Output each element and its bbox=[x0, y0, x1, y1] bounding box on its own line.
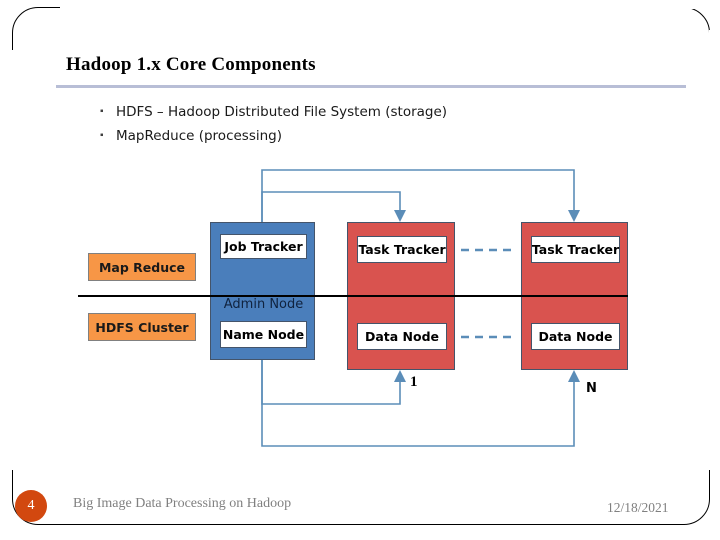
connector-bottom-outer bbox=[261, 360, 575, 447]
title-underline-rule bbox=[56, 85, 686, 88]
connector-arrowheads bbox=[394, 210, 580, 382]
connector-top-outer bbox=[261, 169, 575, 222]
name-node-box: Name Node bbox=[220, 321, 307, 348]
bullet-text-hdfs: HDFS – Hadoop Distributed File System (s… bbox=[116, 104, 448, 120]
bullet-list: ▪ HDFS – Hadoop Distributed File System … bbox=[100, 101, 560, 149]
data-node-box-first: Data Node bbox=[357, 323, 447, 350]
arrowhead-up-worker1 bbox=[394, 370, 406, 382]
task-tracker-box-first: Task Tracker bbox=[357, 236, 447, 263]
task-tracker-box-last: Task Tracker bbox=[531, 236, 620, 263]
slide-number-badge: 4 bbox=[15, 490, 47, 522]
admin-node-block: Job Tracker Admin Node Name Node bbox=[210, 222, 315, 360]
admin-node-label: Admin Node bbox=[223, 297, 304, 312]
square-bullet-icon: ▪ bbox=[100, 106, 104, 117]
footer-presentation-title: Big Image Data Processing on Hadoop bbox=[73, 496, 292, 511]
multiplicity-label-first: 1 bbox=[410, 374, 418, 390]
arrowhead-down-worker1 bbox=[394, 210, 406, 222]
connector-top-inner bbox=[261, 191, 401, 222]
job-tracker-box: Job Tracker bbox=[220, 234, 307, 259]
bullet-item-mapreduce: ▪ MapReduce (processing) bbox=[100, 125, 560, 147]
arrowhead-down-workerN bbox=[568, 210, 580, 222]
frame-mask-right bbox=[709, 30, 720, 470]
arrowhead-up-workerN bbox=[568, 370, 580, 382]
slide-title: Hadoop 1.x Core Components bbox=[66, 54, 316, 75]
legend-box-map-reduce: Map Reduce bbox=[88, 253, 196, 281]
square-bullet-icon: ▪ bbox=[100, 130, 104, 141]
data-node-box-last: Data Node bbox=[531, 323, 620, 350]
multiplicity-label-last: N bbox=[586, 381, 597, 396]
bullet-text-mapreduce: MapReduce (processing) bbox=[116, 128, 283, 144]
frame-mask-top bbox=[60, 0, 720, 9]
footer-date: 12/18/2021 bbox=[607, 500, 669, 515]
frame-mask-left bbox=[0, 50, 13, 470]
connector-dashed-group bbox=[461, 248, 515, 339]
bullet-item-hdfs: ▪ HDFS – Hadoop Distributed File System … bbox=[100, 101, 560, 123]
layer-divider-line bbox=[78, 295, 628, 297]
legend-box-hdfs-cluster: HDFS Cluster bbox=[88, 313, 196, 341]
